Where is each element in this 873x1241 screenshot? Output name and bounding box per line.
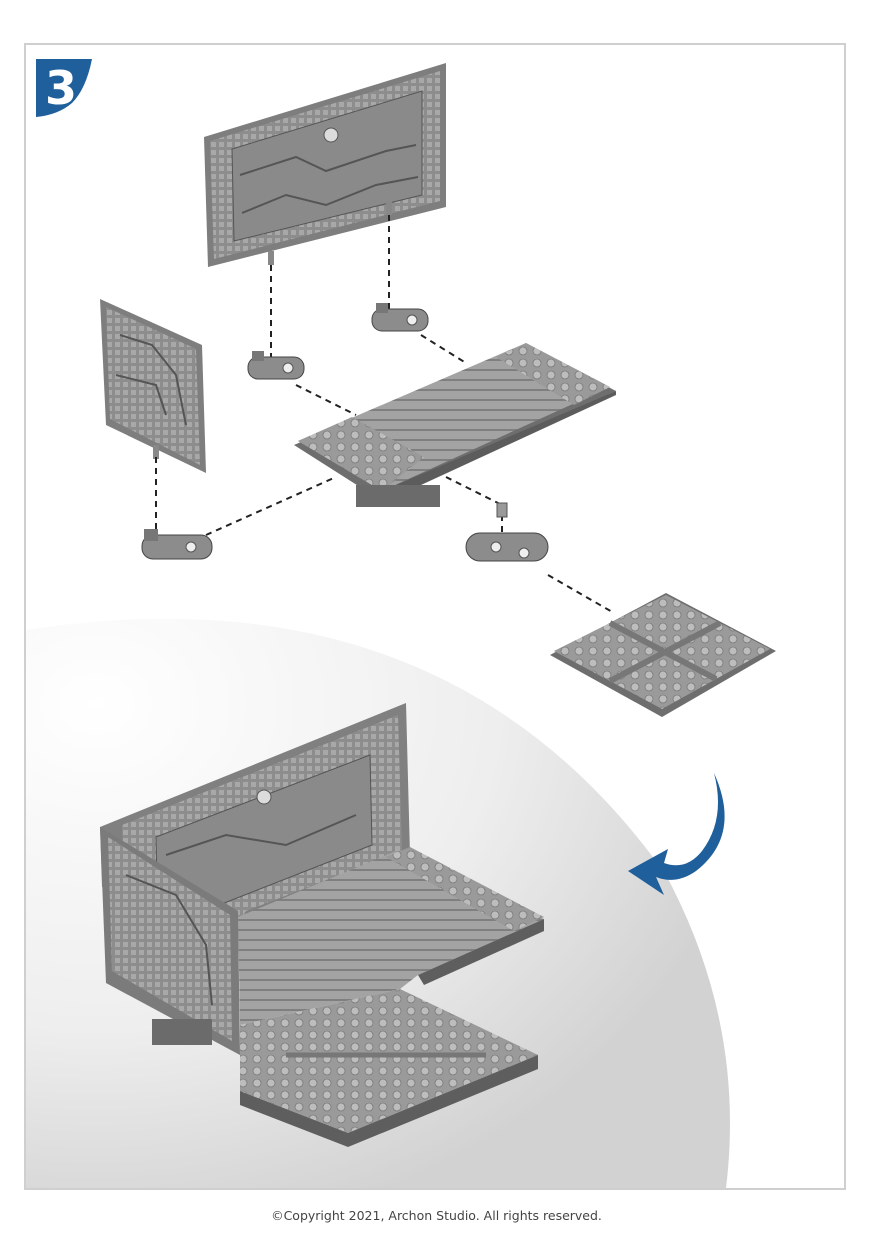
connector-clip-parts xyxy=(141,303,549,562)
assembly-illustration xyxy=(26,63,776,1188)
assembled-model xyxy=(100,703,544,1147)
peg-part xyxy=(496,502,508,518)
curved-arrow-icon xyxy=(628,773,725,895)
copyright-footer: ©Copyright 2021, Archon Studio. All righ… xyxy=(271,1208,602,1223)
side-wall-part xyxy=(100,299,206,473)
instruction-page-frame: 3 xyxy=(24,43,846,1190)
small-floor-tile-part xyxy=(550,593,776,717)
step-badge-icon xyxy=(36,59,92,117)
step-number: 3 xyxy=(44,61,77,115)
assembly-guide-lines xyxy=(155,215,615,614)
tall-wall-part xyxy=(204,63,446,267)
large-floor-tile-part xyxy=(294,343,616,507)
